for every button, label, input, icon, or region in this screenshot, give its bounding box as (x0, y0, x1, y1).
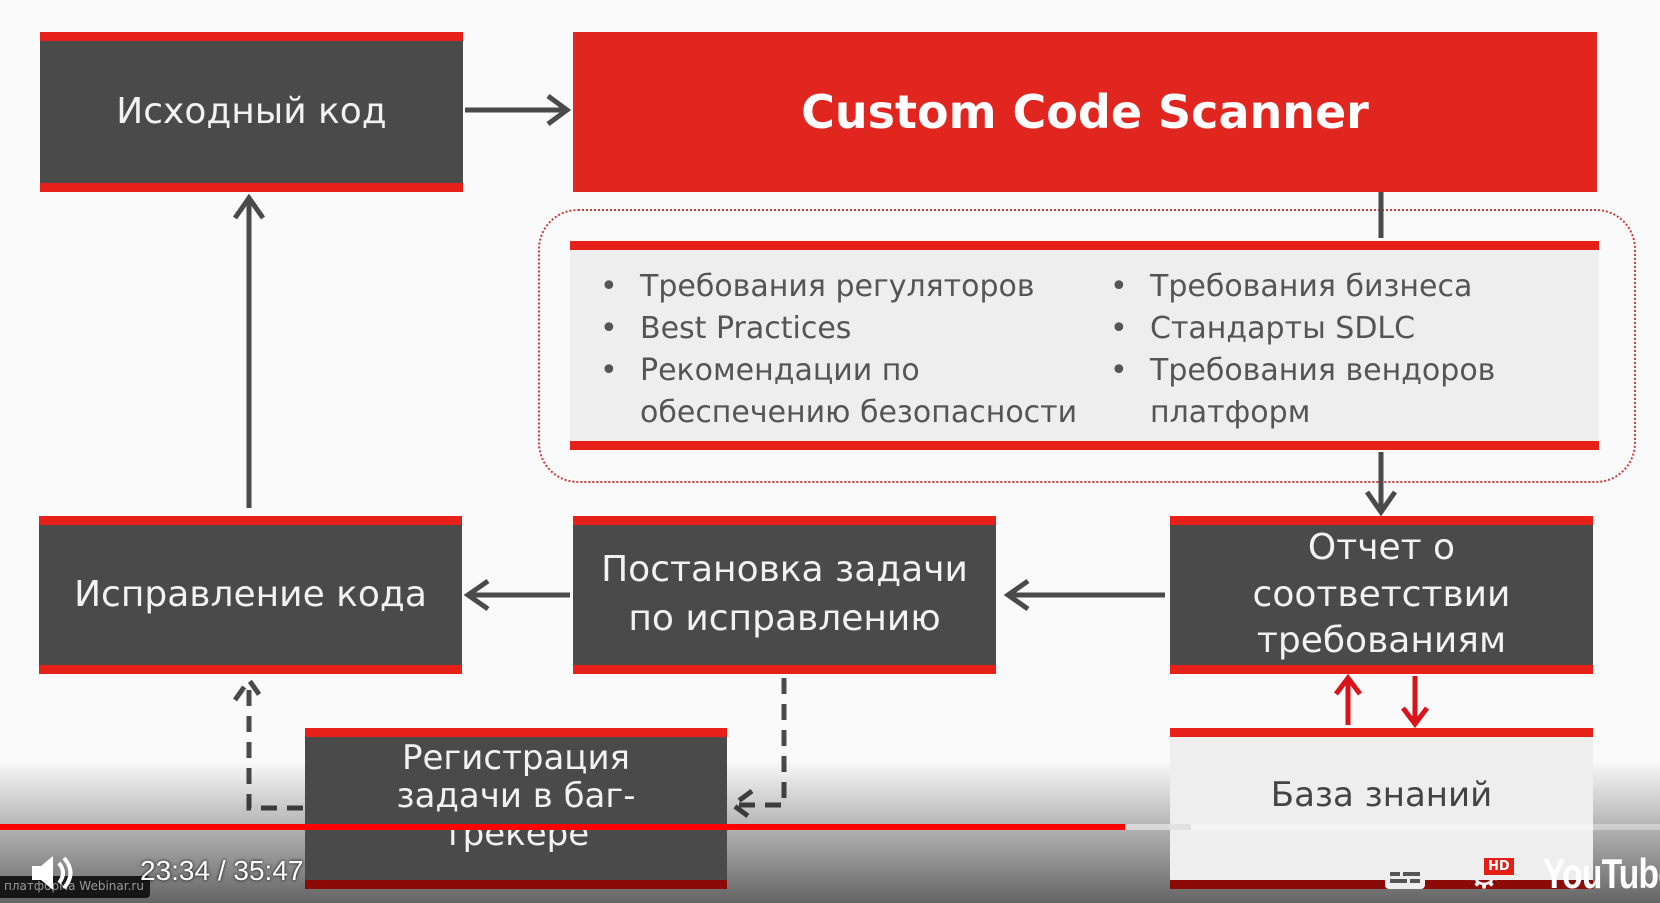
bug-tracker-box: Регистрация задачи в баг-трекере (305, 728, 727, 889)
requirement-item: Стандарты SDLC (1110, 308, 1590, 350)
requirements-outline (538, 209, 1636, 483)
arrow-down-red (1401, 676, 1429, 729)
subtitles-icon[interactable] (1385, 858, 1425, 889)
requirement-item: Best Practices (600, 308, 1080, 350)
bug-tracker-label: Регистрация задачи в баг-трекере (396, 738, 636, 855)
arrow-up-to-source (232, 193, 266, 508)
requirement-item: Требования вендоров платформ (1110, 350, 1590, 434)
scanner-box: Custom Code Scanner (573, 32, 1597, 192)
youtube-logo[interactable]: YouTube (1543, 850, 1660, 897)
requirements-right: Требования бизнеса Стандарты SDLC Требов… (1110, 266, 1590, 441)
task-setting-label: Постановка задачи по исправлению (601, 549, 968, 639)
requirement-item: Рекомендации по обеспечению безопасности (600, 350, 1080, 434)
fix-code-label: Исправление кода (74, 573, 427, 615)
scanner-label: Custom Code Scanner (801, 85, 1369, 139)
played-bar (0, 824, 1126, 830)
report-label: Отчет о соответствии требованиям (1252, 526, 1511, 662)
time-display: 23:34 / 35:47 (140, 855, 304, 886)
requirements-left: Требования регуляторов Best Practices Ре… (600, 266, 1080, 441)
task-setting-box: Постановка задачи по исправлению (573, 516, 996, 674)
requirement-item: Требования бизнеса (1110, 266, 1590, 308)
progress-bar[interactable] (0, 824, 1660, 830)
hd-badge: HD (1484, 858, 1514, 875)
requirement-item: Требования регуляторов (600, 266, 1080, 308)
arrow-to-fix (463, 578, 570, 612)
requirements-panel: Требования регуляторов Best Practices Ре… (570, 241, 1599, 450)
arrow-to-scanner (465, 93, 572, 127)
report-box: Отчет о соответствии требованиям (1170, 516, 1593, 674)
arrow-to-report (1364, 452, 1398, 517)
fix-code-box: Исправление кода (39, 516, 462, 674)
knowledge-base-box: База знаний (1170, 728, 1593, 889)
source-code-label: Исходный код (116, 90, 387, 132)
arrow-to-task (1003, 578, 1165, 612)
volume-icon[interactable] (30, 853, 74, 893)
watermark: платформа Webinar.ru (0, 876, 150, 898)
knowledge-base-label: База знаний (1270, 775, 1493, 815)
source-code-box: Исходный код (40, 32, 463, 192)
arrow-up-red (1334, 673, 1362, 725)
